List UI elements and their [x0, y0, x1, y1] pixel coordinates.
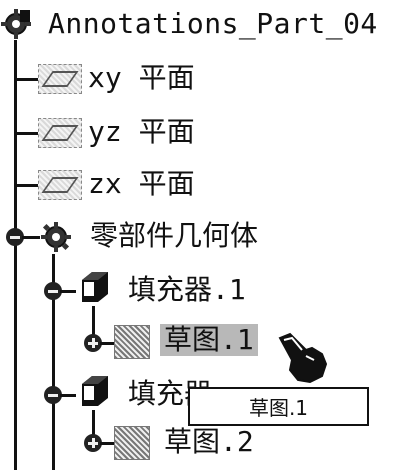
plane-icon[interactable]: [38, 170, 82, 200]
branch-line-pad-1: [60, 290, 76, 293]
sketch-icon[interactable]: [114, 325, 150, 359]
branch-line-zx: [14, 184, 38, 187]
sketch-2-label[interactable]: 草图.2: [164, 425, 254, 458]
tooltip: 草图.1: [188, 387, 369, 426]
plane-xy-label[interactable]: xy 平面: [88, 61, 195, 94]
plane-icon[interactable]: [38, 118, 82, 148]
sketch-icon[interactable]: [114, 426, 150, 460]
sketch-2-expand-toggle[interactable]: [84, 434, 102, 452]
body-collapse-toggle[interactable]: [6, 228, 24, 246]
tree-root-label[interactable]: Annotations_Part_04: [48, 7, 378, 40]
pad-icon[interactable]: [76, 374, 110, 408]
branch-line-sketch-1: [100, 342, 114, 345]
branch-line-pad-2: [60, 394, 76, 397]
plane-zx-label[interactable]: zx 平面: [88, 167, 195, 200]
branch-line-yz: [14, 132, 38, 135]
branch-line-body: [22, 236, 40, 239]
body-subtrunk-line: [52, 254, 55, 470]
pad-icon[interactable]: [76, 270, 110, 304]
body-label[interactable]: 零部件几何体: [90, 219, 259, 252]
body-gear-icon[interactable]: [40, 221, 72, 253]
pad-2-collapse-toggle[interactable]: [44, 386, 62, 404]
plane-yz-label[interactable]: yz 平面: [88, 115, 195, 148]
tooltip-text: 草图.1: [248, 396, 309, 420]
pad-1-label[interactable]: 填充器.1: [128, 273, 246, 306]
pad-1-collapse-toggle[interactable]: [44, 282, 62, 300]
part-gear-icon[interactable]: [0, 8, 32, 40]
hand-cursor-icon: [278, 332, 328, 384]
pad-1-subtrunk-line: [92, 306, 95, 342]
tree-trunk-line: [14, 40, 17, 470]
pad-2-subtrunk-line: [92, 410, 95, 442]
sketch-1-expand-toggle[interactable]: [84, 334, 102, 352]
plane-icon[interactable]: [38, 64, 82, 94]
branch-line-xy: [14, 78, 38, 81]
sketch-1-label[interactable]: 草图.1: [160, 324, 258, 356]
branch-line-sketch-2: [100, 442, 114, 445]
